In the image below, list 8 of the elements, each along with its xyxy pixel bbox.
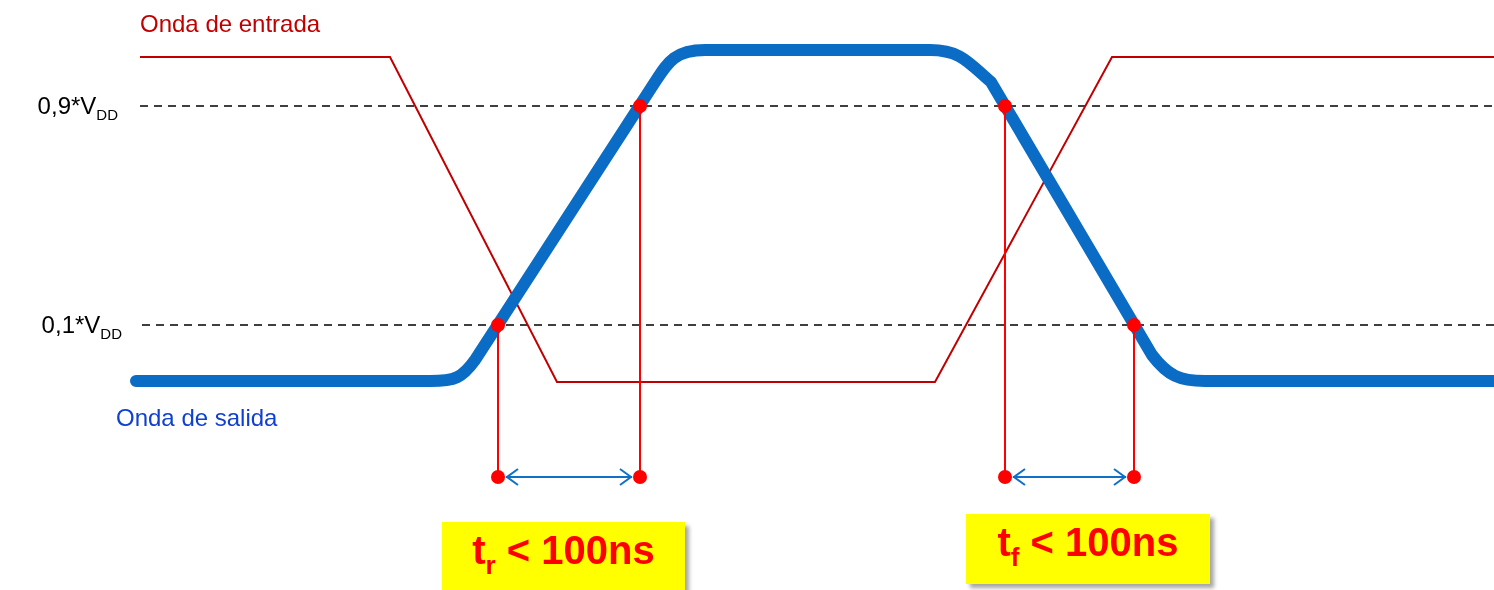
time-spec-text: t$_{r}$ < 100ns xyxy=(472,527,655,582)
waveform-label: Onda de salida xyxy=(116,404,278,432)
threshold-label: 0,1*V$_{DD}$ xyxy=(41,311,122,344)
waveform-label: Onda de entrada xyxy=(140,10,321,38)
time-spec-box xyxy=(966,514,1210,584)
time-spec-box xyxy=(442,522,685,590)
threshold-label: 0,9*V$_{DD}$ xyxy=(37,92,118,125)
time-spec-text: t$_{f}$ < 100ns xyxy=(997,519,1179,574)
